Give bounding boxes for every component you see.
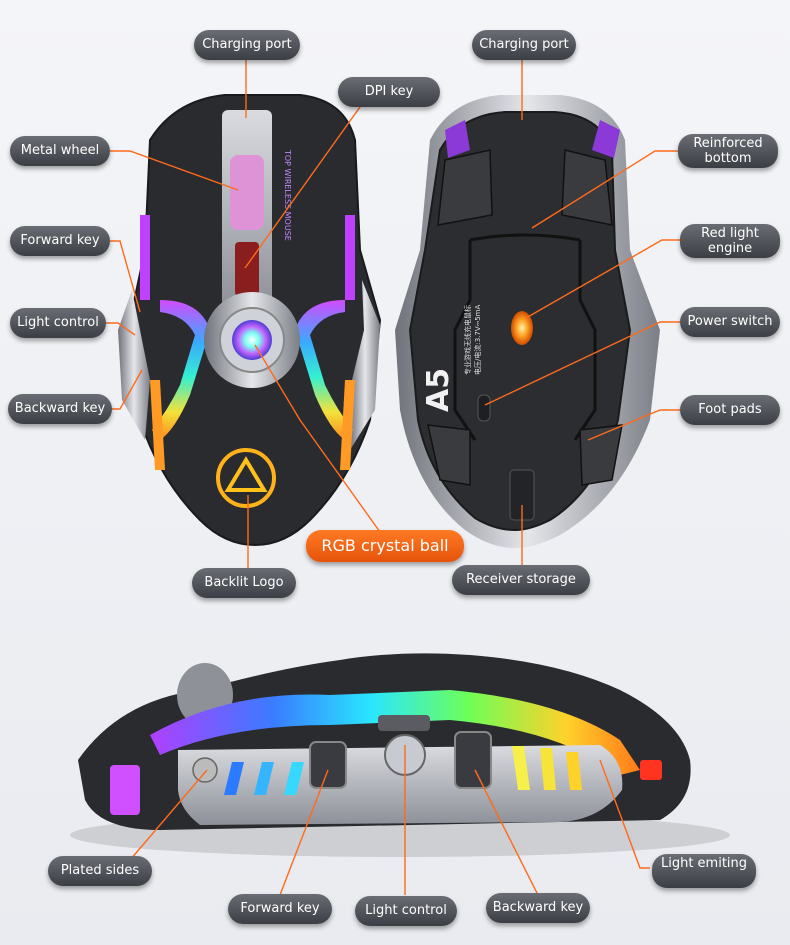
- label-light-emitting: Light emiting: [652, 854, 756, 888]
- label-receiver-storage: Receiver storage: [452, 565, 590, 595]
- top-print-text: TOP WIRELESS MOUSE: [283, 149, 292, 241]
- label-metal-wheel: Metal wheel: [10, 136, 110, 166]
- mouse-side-view: [70, 653, 730, 857]
- label-backward-key-top: Backward key: [8, 394, 112, 424]
- label-reinforced-bottom: Reinforced bottom: [678, 134, 778, 168]
- leader-lines: [100, 60, 680, 896]
- model-name: A5: [421, 368, 456, 412]
- label-dpi-key: DPI key: [338, 77, 440, 107]
- label-power-switch: Power switch: [680, 307, 780, 337]
- label-red-light-engine: Red light engine: [680, 224, 780, 258]
- label-charging-port-top: Charging port: [194, 30, 300, 60]
- label-forward-key-top: Forward key: [10, 226, 110, 256]
- bottom-print-line-2: 电压/电流:3.7V⎓5mA: [473, 305, 482, 375]
- bottom-print-line-1: 专业游戏无线充电鼠标: [463, 305, 472, 375]
- label-charging-port-bottom: Charging port: [472, 30, 576, 60]
- label-light-control-top: Light control: [10, 308, 106, 338]
- label-rgb-crystal-ball: RGB crystal ball: [306, 530, 464, 562]
- label-foot-pads: Foot pads: [680, 395, 780, 425]
- mouse-bottom-view: A5 专业游戏无线充电鼠标 电压/电流:3.7V⎓5mA: [395, 95, 660, 548]
- mouse-top-view: TOP WIRELESS MOUSE: [118, 94, 382, 547]
- label-forward-key-side: Forward key: [228, 894, 332, 924]
- label-light-control-side: Light control: [355, 896, 457, 926]
- label-backward-key-side: Backward key: [486, 893, 590, 923]
- label-backlit-logo: Backlit Logo: [192, 568, 296, 598]
- label-plated-sides: Plated sides: [48, 856, 152, 886]
